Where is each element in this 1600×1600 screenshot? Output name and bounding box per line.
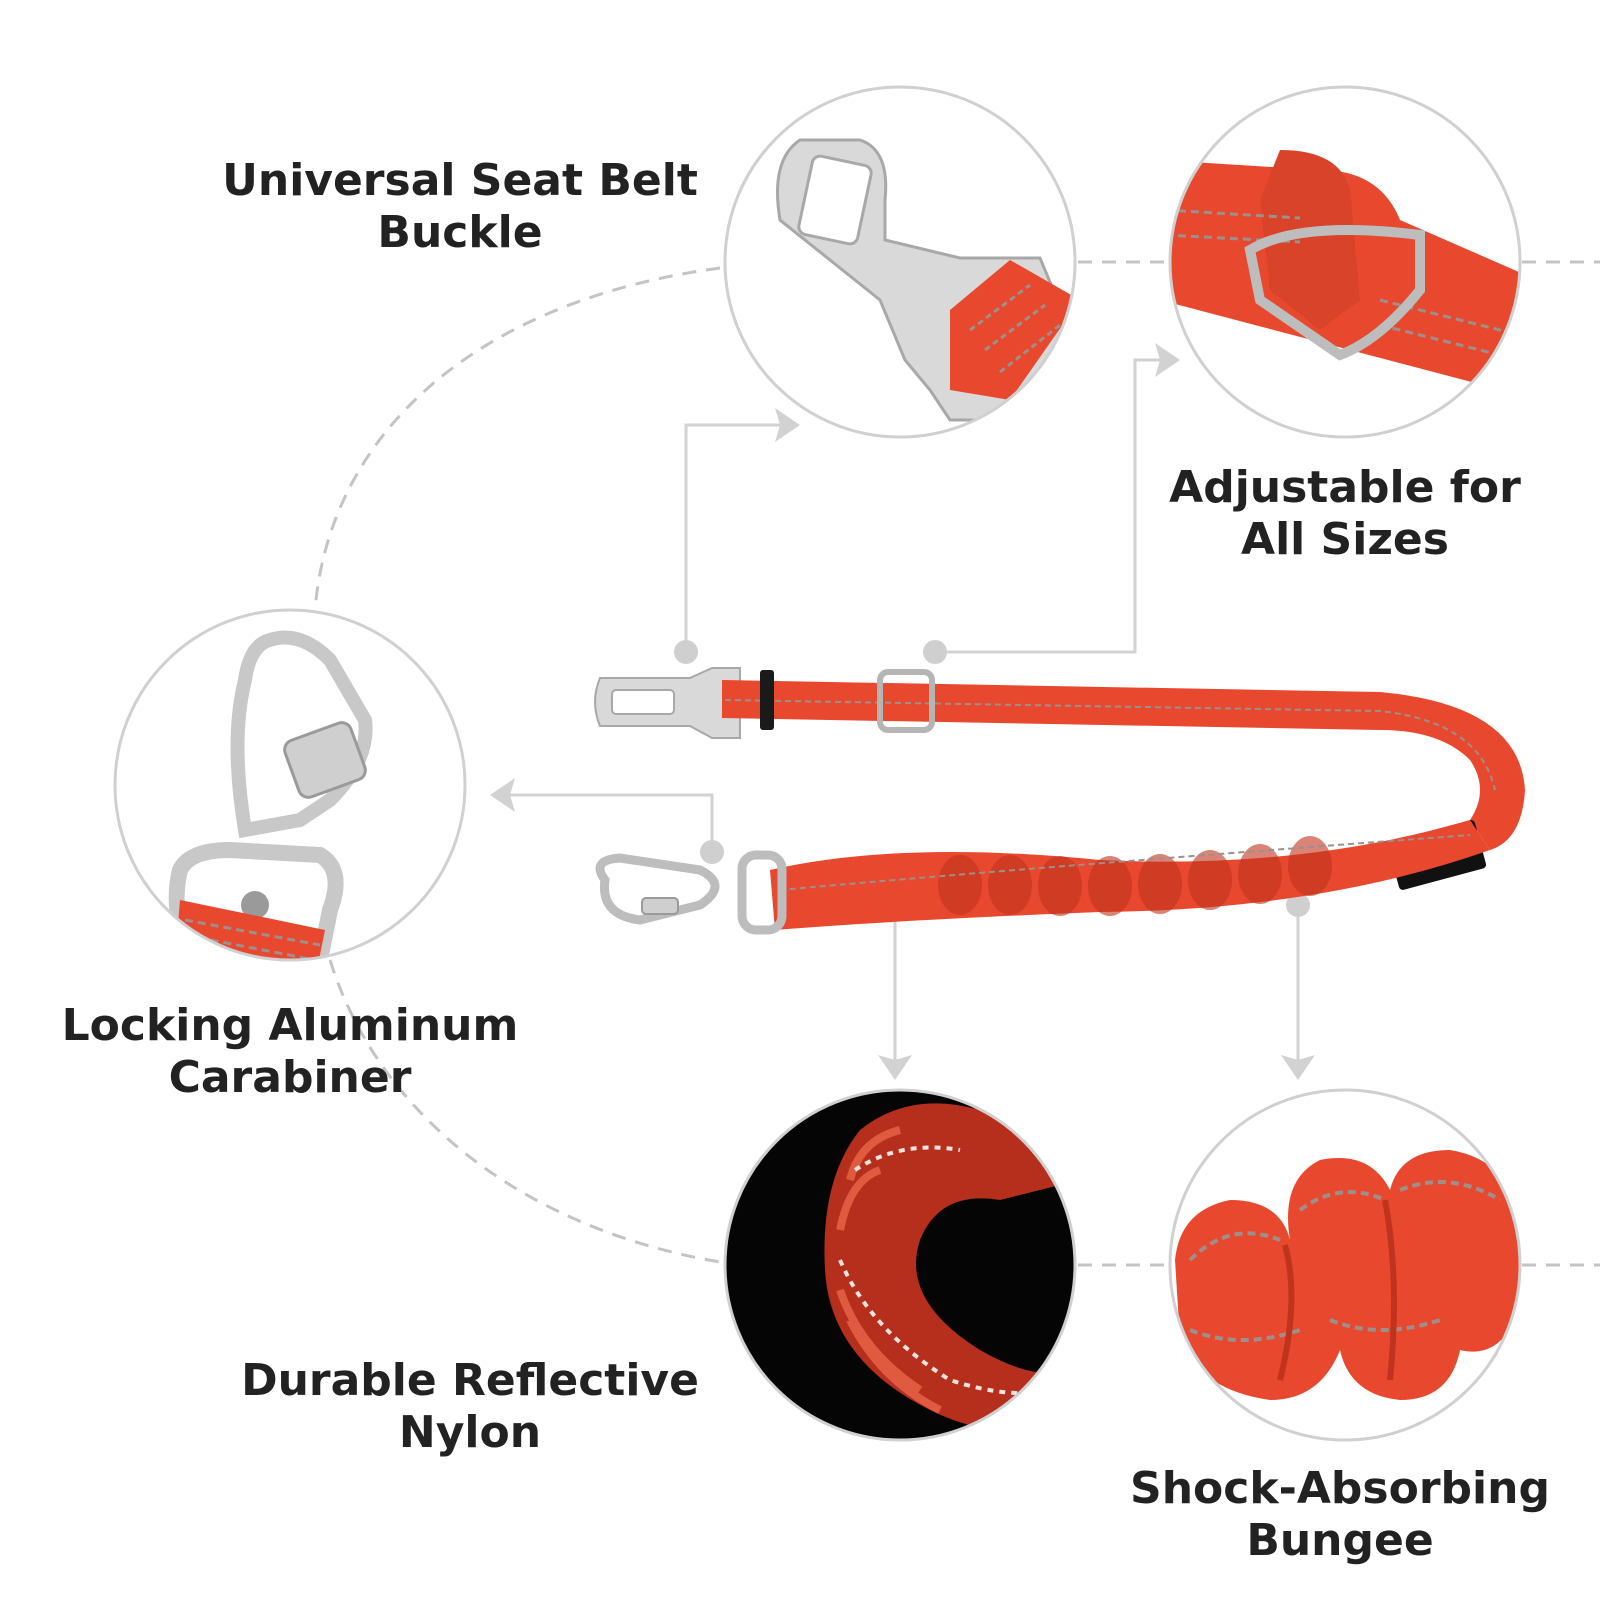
circle-reflective-nylon [723,1088,1077,1442]
arrow-to-buckle [775,408,800,442]
slide-adjuster [877,669,935,733]
small-carabiner [595,850,787,935]
label-bungee: Shock-Absorbing Bungee [1090,1463,1590,1567]
label-adjustable-line-2: All Sizes [1241,514,1449,565]
label-bungee-line-1: Shock-Absorbing [1130,1463,1550,1514]
label-reflective-nylon-line-2: Nylon [398,1407,542,1458]
leash: APakBak [594,667,1525,935]
label-carabiner: Locking Aluminum Carabiner [40,1000,540,1104]
circle-seat-belt-buckle [723,85,1077,439]
label-bungee-line-2: Bungee [1246,1515,1434,1566]
top-strap [722,680,1525,850]
arrow-to-carabiner [490,778,515,812]
leader-arrowheads [490,343,1315,1080]
arrow-to-adjuster [1155,343,1180,377]
label-adjustable-line-1: Adjustable for [1169,462,1521,513]
bungee-ruffles [938,836,1332,916]
circle-bungee [1168,1088,1522,1442]
circle-carabiner [113,608,467,962]
dashed-arc [313,266,721,1264]
label-seat-belt-buckle-line-2: Buckle [377,207,543,258]
label-carabiner-line-2: Carabiner [168,1052,412,1103]
label-adjustable: Adjustable for All Sizes [1110,462,1580,566]
label-seat-belt-buckle-line-1: Universal Seat Belt [222,155,698,206]
circle-adjustable [1168,85,1522,439]
leader-lines [500,358,1300,1070]
label-seat-belt-buckle: Universal Seat Belt Buckle [190,155,730,259]
label-reflective-nylon-line-1: Durable Reflective [241,1355,699,1406]
label-carabiner-line-1: Locking Aluminum [61,1000,519,1051]
label-reflective-nylon: Durable Reflective Nylon [210,1355,730,1459]
arrow-to-nylon [878,1055,912,1080]
strap-keeper [760,670,774,730]
small-buckle [594,667,741,739]
arrow-to-bungee [1281,1055,1315,1080]
